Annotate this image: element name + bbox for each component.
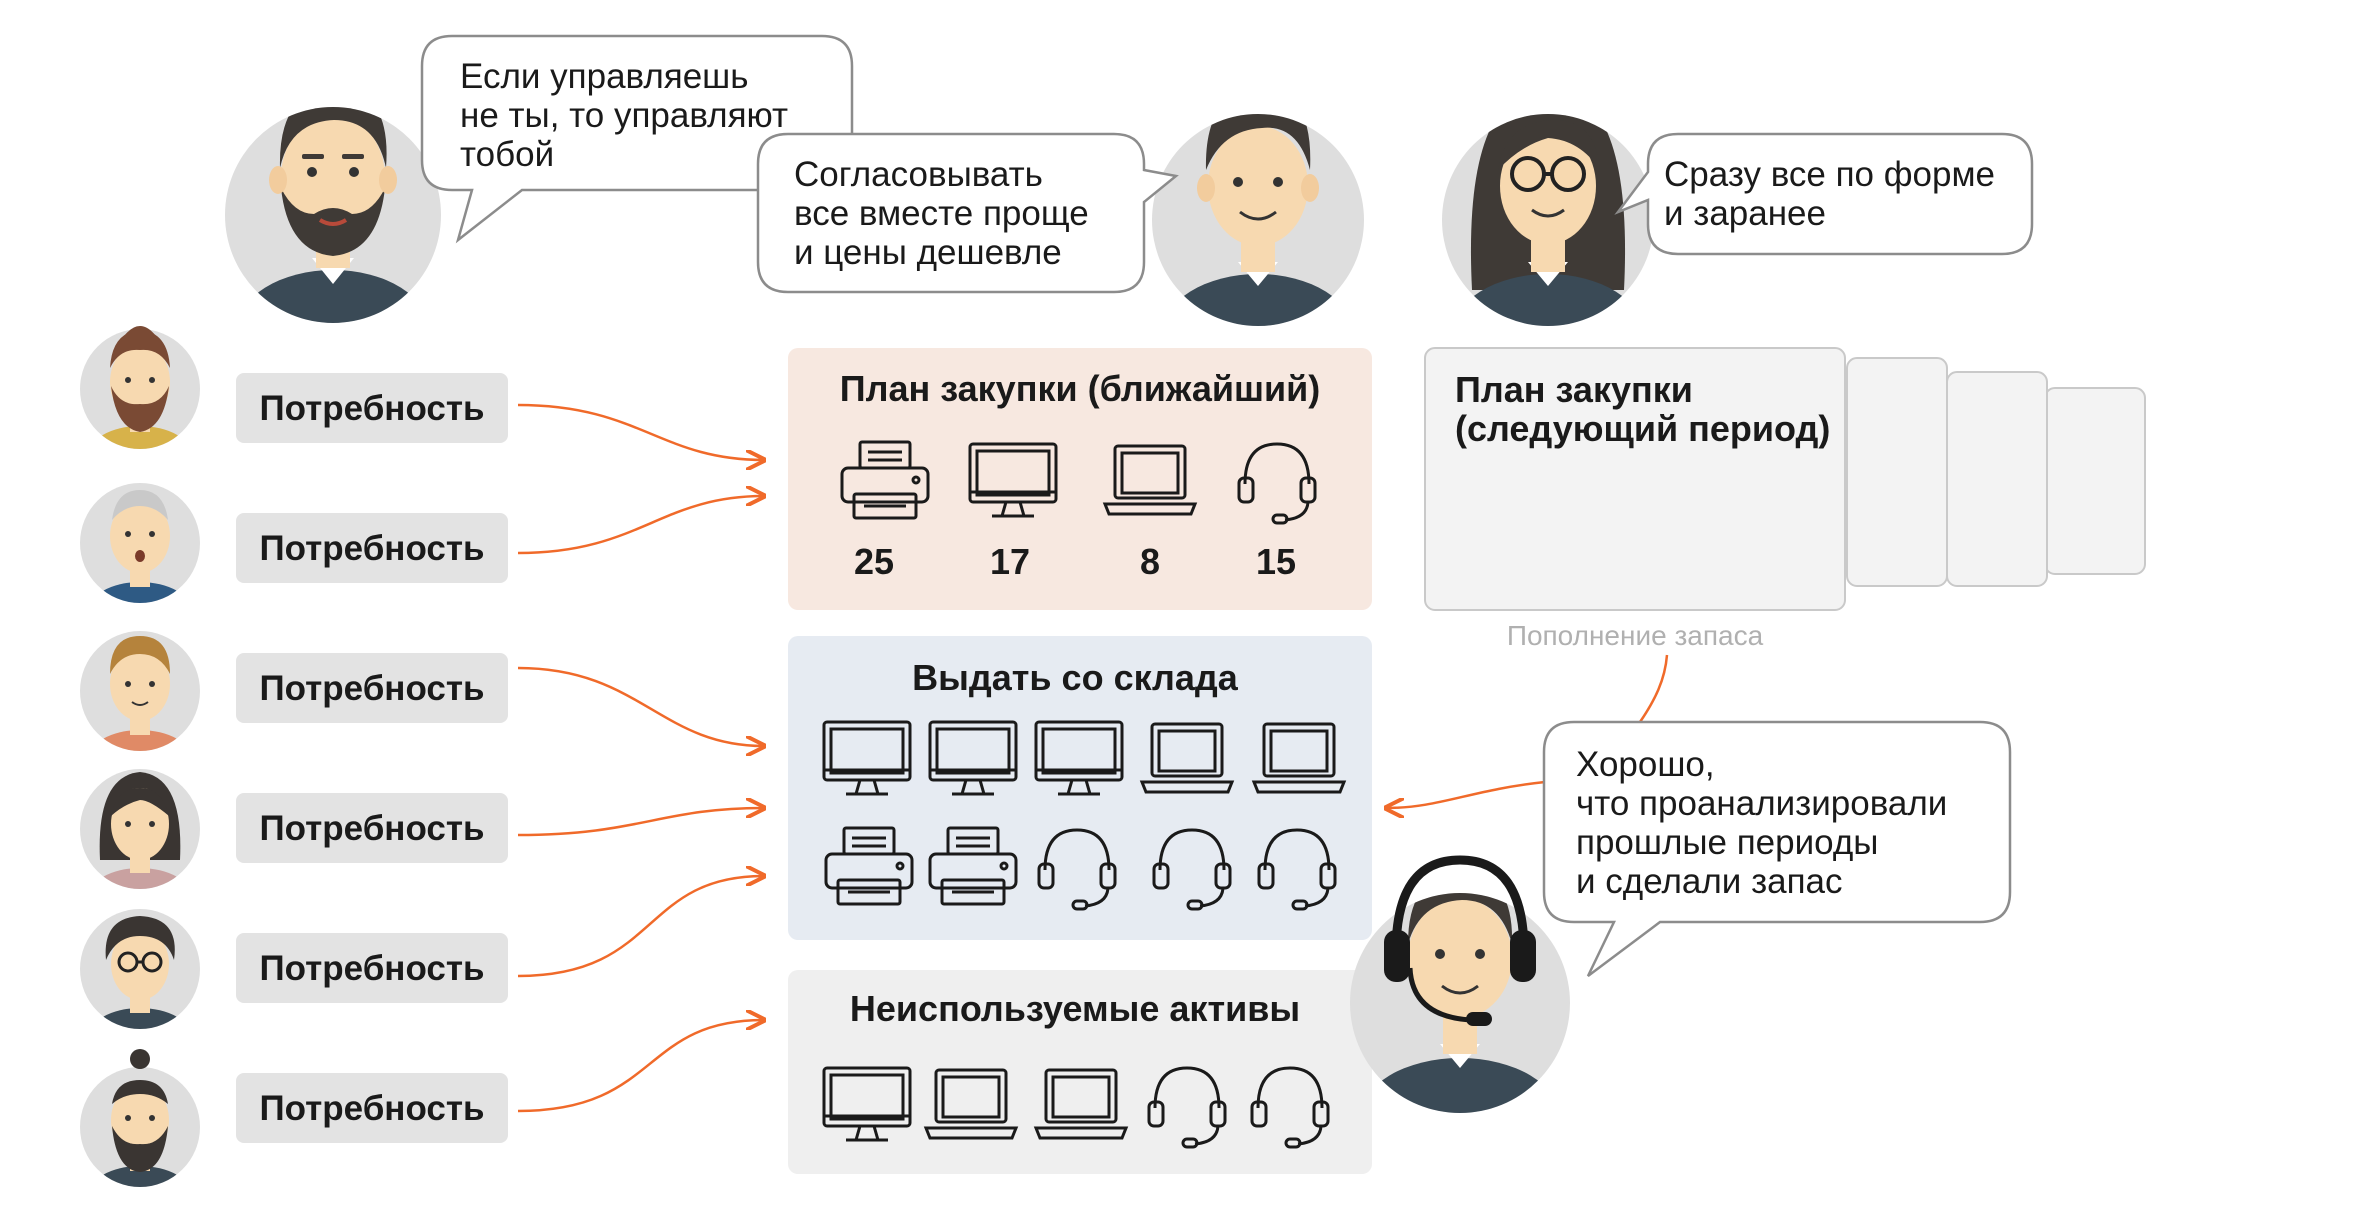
need-label: Потребность (260, 809, 485, 848)
headset-ear-right (1510, 930, 1536, 982)
need-box (236, 653, 508, 723)
arrow (517, 496, 764, 555)
warehouse-panel-title: Выдать со склада (912, 657, 1239, 698)
warehouse-panel: Выдать со склада (788, 636, 1372, 940)
unused-assets-panel: Неиспользуемые активы (788, 970, 1372, 1174)
plan-count-printer: 25 (854, 541, 894, 582)
bubble-manager-line-3: тобой (460, 135, 554, 174)
bubble-support: Хорошо, что проанализировали прошлые пер… (1542, 720, 2012, 977)
need-label: Потребность (260, 529, 485, 568)
need-label: Потребность (260, 949, 485, 988)
avatar (80, 909, 200, 1029)
avatar-manager (225, 107, 441, 323)
headset-ear-left (1384, 930, 1410, 982)
bubble-support-line-4: и сделали запас (1576, 862, 1843, 901)
headset-band (1391, 855, 1529, 953)
next-period-plan-stack: План закупки (следующий период) Пополнен… (1424, 347, 2146, 651)
unused-panel-title: Неиспользуемые активы (850, 988, 1300, 1029)
bubble-manager-line-2: не ты, то управляют (460, 96, 788, 135)
arrow (517, 808, 764, 837)
avatar (80, 483, 200, 603)
bubble-buyer-line-3: и цены дешевле (794, 233, 1062, 272)
plan-panel-title: План закупки (ближайший) (840, 368, 1321, 409)
bubble-manager: Если управляешь не ты, то управляют тобо… (420, 34, 854, 244)
avatar-buyer (1152, 114, 1364, 326)
need-box (236, 1073, 508, 1143)
next-plan-title-line-1: План закупки (1455, 369, 1693, 410)
bubble-support-line-1: Хорошо, (1576, 745, 1715, 784)
need-label: Потребность (260, 669, 485, 708)
headset-mic-arm (1407, 967, 1471, 1023)
plan-count-laptop: 8 (1140, 541, 1160, 582)
flow-arrows (517, 403, 1669, 1113)
bubble-support-line-3: прошлые периоды (1576, 823, 1878, 862)
next-plan-title-line-2: (следующий период) (1455, 408, 1830, 449)
hair-bun (130, 1049, 150, 1069)
avatar (80, 769, 200, 889)
need-box (236, 373, 508, 443)
need-boxes: Потребность Потребность Потребность Потр… (236, 373, 508, 1143)
plan-count-monitor: 17 (990, 541, 1030, 582)
need-label: Потребность (260, 389, 485, 428)
avatar-planner (1442, 114, 1654, 326)
avatar (80, 1067, 200, 1187)
avatar (80, 631, 200, 751)
bubble-planner-line-2: и заранее (1664, 194, 1826, 233)
bubble-planner-line-1: Сразу все по форме (1664, 155, 1995, 194)
bubble-buyer-line-2: все вместе проще (794, 194, 1089, 233)
bubble-manager-line-1: Если управляешь (460, 57, 748, 96)
arrow (517, 403, 764, 460)
bubble-buyer: Согласовывать все вместе проще и цены де… (756, 132, 1179, 294)
need-box (236, 793, 508, 863)
headset-mic (1466, 1012, 1492, 1026)
plan-panel: План закупки (ближайший) 25 17 8 15 (788, 348, 1372, 610)
bubble-buyer-line-1: Согласовывать (794, 155, 1043, 194)
need-box (236, 933, 508, 1003)
arrow (517, 1020, 764, 1113)
arrow (1386, 780, 1546, 808)
arrow (517, 876, 764, 978)
employee-avatars (80, 326, 200, 1187)
bubble-planner: Сразу все по форме и заранее (1614, 132, 2034, 256)
arrow (517, 666, 764, 746)
avatar (80, 329, 200, 449)
connector-line (1638, 654, 1669, 723)
plan-count-headset: 15 (1256, 541, 1296, 582)
need-label: Потребность (260, 1089, 485, 1128)
bubble-support-line-2: что проанализировали (1576, 784, 1947, 823)
need-box (236, 513, 508, 583)
restock-caption: Пополнение запаса (1507, 620, 1764, 651)
hair-top (124, 326, 156, 336)
avatar-support (1350, 855, 1570, 1113)
